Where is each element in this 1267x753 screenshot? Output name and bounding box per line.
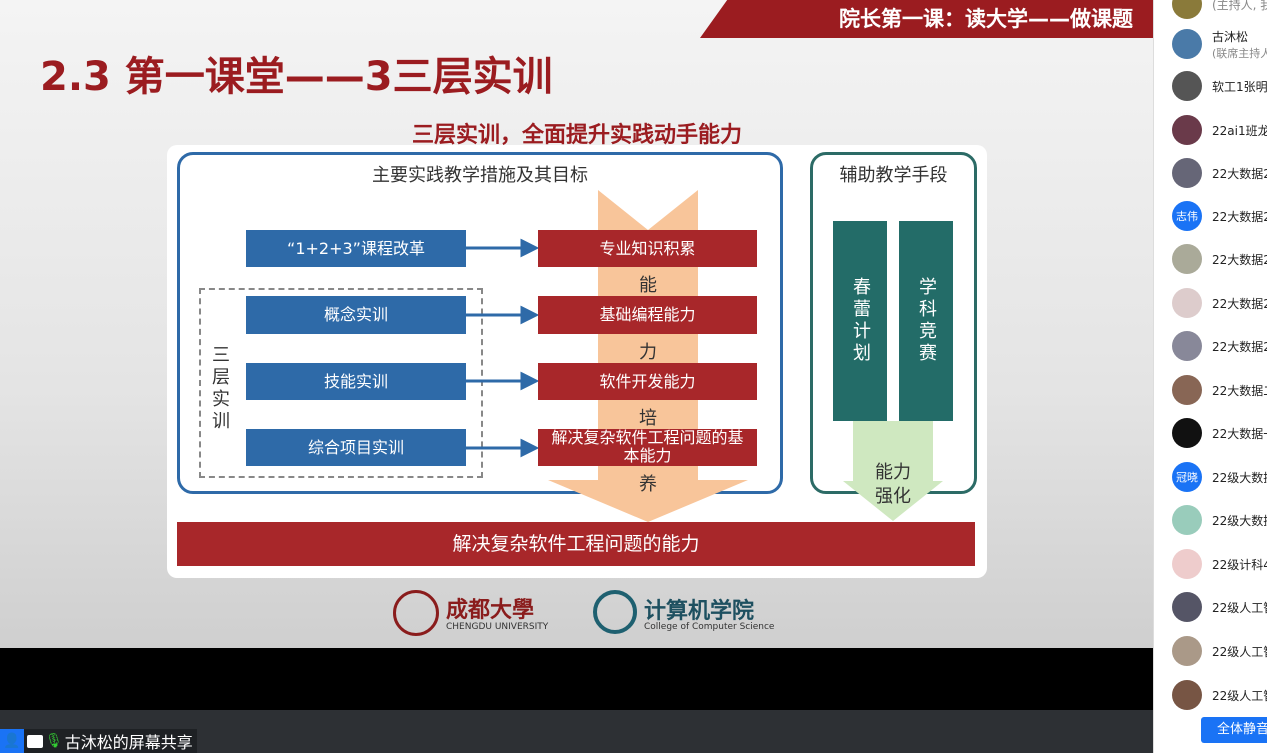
- avatar: [1172, 418, 1202, 448]
- share-owner-label: 古沐松的屏幕共享: [64, 733, 193, 752]
- screen-share-icon: [27, 734, 43, 748]
- avatar: [1172, 29, 1202, 59]
- arrow-char: 培: [639, 408, 657, 429]
- goal-box: 软件开发能力: [538, 363, 757, 400]
- arrow-char: 力: [639, 342, 657, 363]
- participant-item[interactable]: 22大数据2: [1172, 157, 1267, 189]
- avatar: [1172, 592, 1202, 622]
- avatar: [1172, 115, 1202, 145]
- measure-box: 综合项目实训: [246, 429, 466, 466]
- avatar: [1172, 158, 1202, 188]
- avatar: [1172, 244, 1202, 274]
- avatar: [1172, 636, 1202, 666]
- arrow-char: 能: [639, 275, 657, 296]
- video-letterbox: [0, 648, 1153, 710]
- three-layer-label: 三层实训: [212, 345, 230, 432]
- mic-icon: 🎙: [45, 733, 63, 749]
- participant-name: 22大数据2: [1212, 339, 1267, 354]
- avatar: [1172, 331, 1202, 361]
- participant-name: 22大数据2: [1212, 166, 1267, 181]
- participants-panel[interactable]: (主持人, 我古沐松 (联席主持人软工1张明 22ai1班龙 22大数据2 志伟 22大数…: [1153, 0, 1267, 753]
- strengthen-arrow: [843, 421, 943, 521]
- participant-item[interactable]: (主持人, 我: [1172, 0, 1267, 20]
- participant-item[interactable]: 志伟 22大数据2: [1172, 200, 1267, 232]
- screen-share-label: 👤 🎙 古沐松的屏幕共享: [0, 729, 197, 753]
- participant-name: (主持人, 我: [1212, 0, 1267, 12]
- participant-item[interactable]: 22ai1班龙: [1172, 114, 1267, 146]
- participant-name: 22级人工智: [1212, 688, 1267, 703]
- measure-box: “1+2+3”课程改革: [246, 230, 466, 267]
- avatar: [1172, 288, 1202, 318]
- participant-item[interactable]: 古沐松 (联席主持人: [1172, 28, 1267, 60]
- slide-subtitle: 三层实训，全面提升实践动手能力: [411, 123, 742, 148]
- slide-banner: 院长第一课：读大学——做课题: [700, 0, 1153, 38]
- measures-box: [177, 152, 783, 494]
- cdu-seal-logo: [393, 590, 439, 636]
- goal-box: 专业知识积累: [538, 230, 757, 267]
- arrow-char: 养: [639, 474, 657, 495]
- participant-name: 22级大数据: [1212, 470, 1267, 485]
- aux-spring-bud: 春蕾计划: [833, 221, 887, 421]
- participant-name: 22大数据2: [1212, 209, 1267, 224]
- participant-item[interactable]: 软工1张明: [1172, 70, 1267, 102]
- college-logo-text: 计算机学院: [644, 599, 755, 624]
- goal-box: 基础编程能力: [538, 296, 757, 334]
- strengthen-label-2: 强化: [875, 486, 911, 507]
- shared-slide: 院长第一课：读大学——做课题 2.3 第一课堂——3三层实训 三层实训，全面提升…: [0, 0, 1153, 648]
- measure-box: 概念实训: [246, 296, 466, 334]
- connector-arrows: [466, 238, 538, 458]
- slide-title: 2.3 第一课堂——3三层实训: [40, 54, 553, 100]
- participant-item[interactable]: 22级人工智: [1172, 679, 1267, 711]
- participant-item[interactable]: 冠晓 22级大数据: [1172, 461, 1267, 493]
- participant-item[interactable]: 22大数据2: [1172, 287, 1267, 319]
- avatar: [1172, 549, 1202, 579]
- avatar: 冠晓: [1172, 462, 1202, 492]
- participant-name: 22ai1班龙: [1212, 123, 1267, 138]
- bottom-goal-bar: 解决复杂软件工程问题的能力: [177, 522, 975, 566]
- user-icon: 👤: [0, 729, 24, 753]
- participant-item[interactable]: 22级大数据: [1172, 504, 1267, 536]
- cdu-logo-text: 成都大學: [446, 598, 535, 623]
- participant-item[interactable]: 22大数据二: [1172, 374, 1267, 406]
- participant-item[interactable]: 22级人工智: [1172, 591, 1267, 623]
- participant-item[interactable]: 22级人工智: [1172, 635, 1267, 667]
- measures-header: 主要实践教学措施及其目标: [372, 165, 588, 186]
- participant-name: 22级计科4: [1212, 557, 1267, 572]
- aux-header: 辅助教学手段: [839, 165, 948, 186]
- participant-name: 22大数据2: [1212, 252, 1267, 267]
- strengthen-label-1: 能力: [875, 462, 911, 483]
- participant-name: 22级人工智: [1212, 600, 1267, 615]
- mute-all-button[interactable]: 全体静音: [1201, 717, 1267, 743]
- participant-item[interactable]: 22大数据2: [1172, 243, 1267, 275]
- name: 古沐松: [1212, 29, 1249, 44]
- cdu-logo-sub: CHENGDU UNIVERSITY: [446, 622, 549, 632]
- avatar: [1172, 71, 1202, 101]
- three-layer-dashed-box: [199, 288, 483, 478]
- participant-name: 22大数据一: [1212, 426, 1267, 441]
- participant-name: 软工1张明: [1212, 79, 1267, 94]
- participant-item[interactable]: 22大数据一: [1172, 417, 1267, 449]
- participant-name: 22大数据二: [1212, 383, 1267, 398]
- participant-name: 古沐松 (联席主持人: [1212, 28, 1267, 61]
- goal-box: 解决复杂软件工程问题的基本能力: [538, 429, 757, 466]
- participant-item[interactable]: 22级计科4: [1172, 548, 1267, 580]
- avatar: [1172, 505, 1202, 535]
- participant-name: 22级人工智: [1212, 644, 1267, 659]
- college-logo-sub: College of Computer Science: [644, 622, 775, 632]
- participant-name: 22大数据2: [1212, 296, 1267, 311]
- college-logo: [593, 590, 637, 634]
- role: (联席主持人: [1212, 46, 1267, 60]
- measure-box: 技能实训: [246, 363, 466, 400]
- aux-competition: 学科竞赛: [899, 221, 953, 421]
- participant-item[interactable]: 22大数据2: [1172, 330, 1267, 362]
- avatar: [1172, 680, 1202, 710]
- avatar: [1172, 0, 1202, 19]
- avatar: [1172, 375, 1202, 405]
- participant-name: 22级大数据: [1212, 513, 1267, 528]
- avatar: 志伟: [1172, 201, 1202, 231]
